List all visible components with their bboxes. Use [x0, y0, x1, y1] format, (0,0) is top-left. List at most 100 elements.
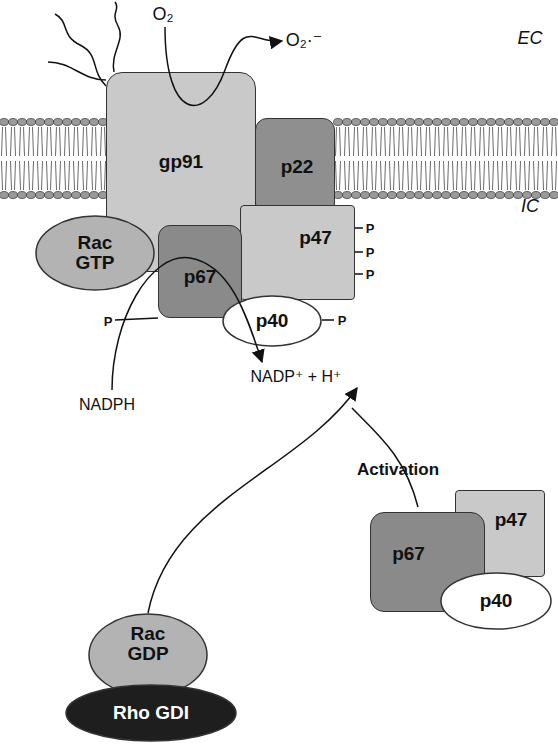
lipid-tail: [60, 161, 61, 190]
lipid-head: [54, 119, 63, 126]
ellipse-shape: [66, 685, 236, 741]
lipid-tail: [372, 127, 373, 156]
lipid-tail: [376, 161, 377, 190]
phosphate-label: P: [366, 267, 375, 282]
phosphate-bond: [355, 227, 363, 229]
lipid-tail: [394, 127, 395, 156]
protein-name: p22: [281, 157, 314, 177]
lipid-tail: [92, 127, 93, 156]
lipid-head: [27, 192, 36, 199]
lipid-tail: [42, 161, 43, 190]
lipid-tail: [399, 161, 400, 190]
lipid-tail: [83, 127, 84, 156]
lipid-tail: [381, 127, 382, 156]
lipid-tail: [516, 127, 517, 156]
lipid-head: [451, 119, 460, 126]
molecule-label: O₂: [153, 4, 174, 25]
phosphate-label: P: [104, 314, 113, 329]
lipid-tail: [74, 127, 75, 156]
lipid-head: [18, 119, 27, 126]
lipid-tail: [78, 127, 79, 156]
lipid-head: [45, 119, 54, 126]
lipid-head: [0, 119, 9, 126]
lipid-tail: [462, 127, 463, 156]
lipid-tail: [358, 127, 359, 156]
protein-ellipse: p40: [222, 295, 322, 347]
lipid-tail: [408, 127, 409, 156]
lipid-tail: [520, 127, 521, 156]
lipid-head: [370, 119, 379, 126]
molecule-label: NADP⁺ + H⁺: [250, 367, 341, 386]
lipid-tail: [453, 127, 454, 156]
lipid-tail: [38, 127, 39, 156]
lipid-tail: [556, 127, 557, 156]
lipid-head: [352, 119, 361, 126]
lipid-tail: [430, 161, 431, 190]
protein-name: Rho GDI: [113, 703, 189, 723]
lipid-tail: [502, 161, 503, 190]
lipid-tail: [354, 161, 355, 190]
lipid-tail: [511, 161, 512, 190]
lipid-tail: [507, 161, 508, 190]
lipid-head: [54, 192, 63, 199]
lipid-head: [478, 192, 487, 199]
lipid-head: [469, 119, 478, 126]
lipid-tail: [29, 127, 30, 156]
lipid-head: [469, 192, 478, 199]
lipid-tail: [101, 127, 102, 156]
lipid-tail: [471, 161, 472, 190]
lipid-tail: [412, 127, 413, 156]
phosphate-label: P: [366, 245, 375, 260]
ellipse-shape: [223, 296, 321, 346]
lipid-tail: [74, 161, 75, 190]
lipid-tail: [349, 161, 350, 190]
lipid-tail: [489, 127, 490, 156]
lipid-tail: [15, 127, 16, 156]
protein-name: p67: [184, 267, 217, 287]
lipid-head: [0, 192, 9, 199]
lipid-tail: [448, 161, 449, 190]
lipid-tail: [354, 127, 355, 156]
lipid-tail: [444, 161, 445, 190]
lipid-tail: [372, 161, 373, 190]
lipid-tail: [556, 161, 557, 190]
process-label: Activation: [357, 460, 439, 480]
lipid-tail: [385, 127, 386, 156]
phosphate-bond: [355, 251, 363, 253]
lipid-tail: [520, 161, 521, 190]
lipid-tail: [24, 127, 25, 156]
lipid-tail: [547, 127, 548, 156]
activation-arrow: [352, 408, 418, 507]
lipid-tail: [69, 161, 70, 190]
lipid-tail: [439, 127, 440, 156]
lipid-tail: [457, 161, 458, 190]
lipid-tail: [462, 161, 463, 190]
lipid-head: [424, 192, 433, 199]
lipid-head: [352, 192, 361, 199]
lipid-tail: [543, 127, 544, 156]
lipid-tail: [60, 127, 61, 156]
lipid-tail: [6, 127, 7, 156]
lipid-head: [550, 119, 558, 126]
lipid-tail: [96, 127, 97, 156]
glycan-chain: [55, 14, 106, 86]
lipid-tail: [51, 161, 52, 190]
lipid-head: [36, 119, 45, 126]
protein-name: p40: [256, 311, 289, 331]
lipid-tail: [408, 161, 409, 190]
lipid-head: [45, 192, 54, 199]
lipid-tail: [2, 127, 3, 156]
lipid-head: [9, 119, 18, 126]
lipid-head: [415, 119, 424, 126]
lipid-tail: [33, 127, 34, 156]
lipid-head: [505, 192, 514, 199]
protein-box: p22: [255, 118, 335, 215]
lipid-tail: [51, 127, 52, 156]
lipid-tail: [47, 127, 48, 156]
protein-ellipse: Rac GTP: [35, 215, 155, 291]
lipid-tail: [435, 127, 436, 156]
protein-name: p67: [392, 544, 425, 564]
lipid-head: [487, 119, 496, 126]
lipid-tail: [15, 161, 16, 190]
